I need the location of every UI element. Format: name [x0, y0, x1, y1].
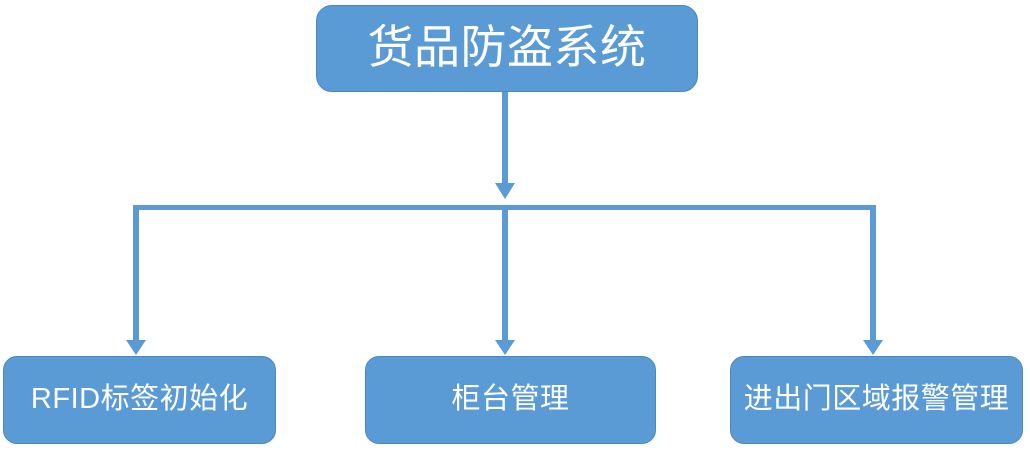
node-gate-area-alarm-management[interactable]: 进出门区域报警管理	[730, 356, 1023, 444]
connector-bus-to-leaf-1	[126, 205, 146, 355]
node-gate-area-alarm-management-label: 进出门区域报警管理	[743, 383, 1010, 416]
node-counter-management-label: 柜台管理	[451, 383, 570, 416]
node-counter-management[interactable]: 柜台管理	[365, 356, 656, 444]
node-root-label: 货品防盗系统	[367, 22, 647, 74]
connector-root-to-bus	[495, 92, 515, 199]
node-root[interactable]: 货品防盗系统	[316, 5, 698, 92]
node-rfid-tag-init-label: RFID标签初始化	[30, 383, 249, 416]
connector-bus-to-leaf-2	[495, 205, 515, 355]
connector-horizontal-bus	[134, 205, 876, 210]
node-rfid-tag-init[interactable]: RFID标签初始化	[3, 356, 276, 444]
connector-bus-to-leaf-3	[863, 205, 883, 355]
